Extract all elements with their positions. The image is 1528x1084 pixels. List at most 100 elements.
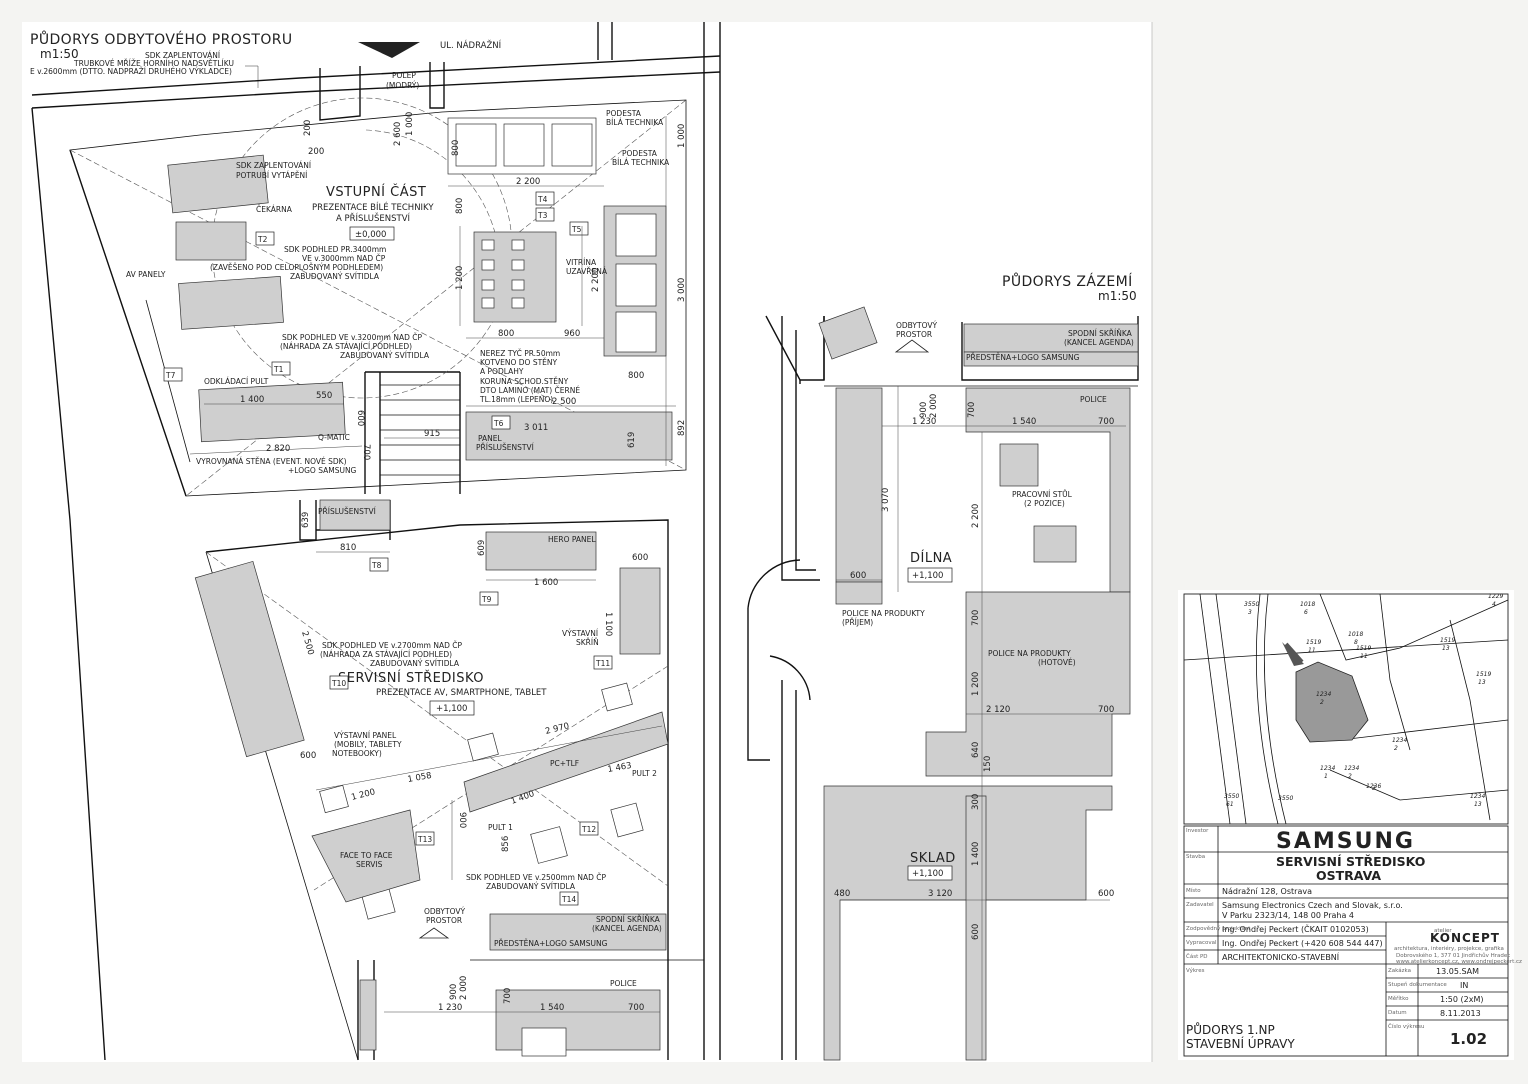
tb-label: Stupeň dokumentace [1388,981,1447,988]
note: VÝSTAVNÍ [562,629,598,638]
dim: 2 000 [929,394,939,418]
parcel-number: 3550 [1224,793,1239,800]
title-block: 3550310186151911101881519111229415191315… [1183,593,1522,1057]
tb-zadavatel: V Parku 2323/14, 148 00 Praha 4 [1222,911,1354,920]
dim: 892 [677,420,687,436]
tag-box [535,207,555,222]
parcel-number: 1234 [1392,737,1407,744]
dim: 150 [983,756,993,772]
parcel-number: 2 [1320,699,1324,706]
dim: 1 463 [607,761,633,775]
note: SPODNÍ SKŘÍŇKA [1068,329,1133,338]
note: PŘÍSLUŠENSTVÍ [318,507,376,516]
parcel-number: 1 [1324,773,1328,780]
note: ODBYTOVÝ [896,321,937,330]
arrow-up-icon [418,927,450,939]
note: BÍLÁ TECHNIKA [606,118,664,127]
back-dimension-lines [836,386,1126,1060]
dim: 600 [355,410,365,426]
shop-plan-scale: m1:50 [40,47,79,61]
dim: 700 [503,988,513,1004]
note: (HOTOVÉ) [1038,658,1076,667]
dim: 600 [850,571,866,581]
note: VITRÍNA [566,258,597,267]
note: PROSTOR [426,916,462,925]
dim: 1 000 [405,112,415,136]
shop-walls [31,22,721,1061]
note: ZABUDOVANÝ SVÍTIDLA [486,882,576,891]
back-dimension-texts: 900 2 000 700 1 230 1 540 700 3 070 2 20… [834,394,1114,940]
shop-notes: POLEP (MODRÝ) PODESTA BÍLÁ TECHNIKA PODE… [126,71,670,988]
dim: 1 000 [677,124,687,148]
note: SDK PODHLED VE v.3200mm NAD ČP [282,333,422,342]
dim: 800 [451,140,461,156]
note: PRACOVNÍ STŮL [1012,490,1073,499]
project-city: OSTRAVA [1316,868,1381,883]
room-level: +1,100 [436,704,467,714]
tag-box [255,231,275,246]
note: BÍLÁ TECHNIKA [612,158,670,167]
note-sdk-top: TRUBKOVÉ MŘÍŽE HORNÍHO NADSVĚTLÍKU [73,59,234,68]
dim: 600 [300,751,316,761]
note: UZAVŘENÁ [566,267,608,276]
tb-cislo: 1.02 [1450,1030,1487,1048]
note: KOTVENO DO STĚNY [480,358,558,367]
note: SKŘÍŇ [576,638,599,647]
tag-box [559,891,579,906]
tb-label: Investor [1186,828,1209,834]
note: ZABUDOVANÝ SVÍTIDLA [290,272,380,281]
tag-label: T9 [481,595,492,604]
parcel-number: 1234 [1470,793,1485,800]
dim: 1 100 [603,612,613,636]
tb-label: Měřítko [1388,995,1409,1002]
dim: 1 058 [407,771,433,785]
tag-label: T13 [417,835,432,844]
note: POTRUBÍ VYTÁPĚNÍ [236,171,307,180]
dim: 960 [564,329,580,339]
parcel-number: 1018 [1300,601,1315,608]
room-subtitle: PREZENTACE BÍLÉ TECHNIKY [312,201,434,213]
north-arrow-icon [358,42,420,58]
note: PROSTOR [896,330,932,339]
parcel-number: 13 [1478,679,1486,686]
tb-datum: 8.11.2013 [1440,1009,1481,1018]
street-label: UL. NÁDRAŽNÍ [440,39,502,51]
parcel-number: 3 [1248,609,1252,616]
note: NEREZ TYČ PR.50mm [480,349,560,358]
tag-label: T6 [493,419,504,428]
note: PULT 1 [488,823,513,832]
dim: 2 600 [393,122,403,146]
note: VÝSTAVNÍ PANEL [334,731,397,740]
note: (KANCEL AGENDA) [592,924,662,933]
parcel-number: 4 [1492,601,1496,608]
parcel-number: 11 [1360,653,1368,660]
note: ZABUDOVANÝ SVÍTIDLA [370,659,460,668]
tag-box [369,557,389,572]
tb-vykres: PŮDORYS 1.NP [1186,1022,1275,1037]
tag-box [329,675,349,690]
parcel-number: 1234 [1344,765,1359,772]
note: SDK ZAPLENTOVÁNÍ [236,161,311,170]
tb-label: Zadavatel [1186,902,1214,908]
dim: 1 600 [534,578,558,588]
studio-logo: atelier [1434,928,1452,934]
dim: 900 [449,984,459,1000]
note: (ZAVĚŠENO POD CELOPLOŠNÝM PODHLEDEM) [210,263,383,272]
dim: 600 [1098,889,1114,899]
dim: 700 [971,610,981,626]
room-title-vstupni: VSTUPNÍ ČÁST [326,184,426,200]
parcel-number: 1519 [1440,637,1455,644]
tb-vykres: STAVEBNÍ ÚPRAVY [1186,1036,1295,1051]
room-title-dilna: DÍLNA [910,550,952,566]
tag-label: T7 [165,371,176,380]
note: SDK PODHLED VE v.2700mm NAD ČP [322,641,462,650]
dim: 700 [967,402,977,418]
note: POLICE [1080,395,1107,404]
studio-address: www.atelierkoncept.cz, www.ondrejpeckert… [1396,959,1522,965]
note-sdk-top: SDK ZAPLENTOVÁNÍ [145,51,220,60]
dim: 3 120 [928,889,952,899]
back-plan-scale: m1:50 [1098,289,1137,303]
dim: 1 230 [912,417,936,427]
